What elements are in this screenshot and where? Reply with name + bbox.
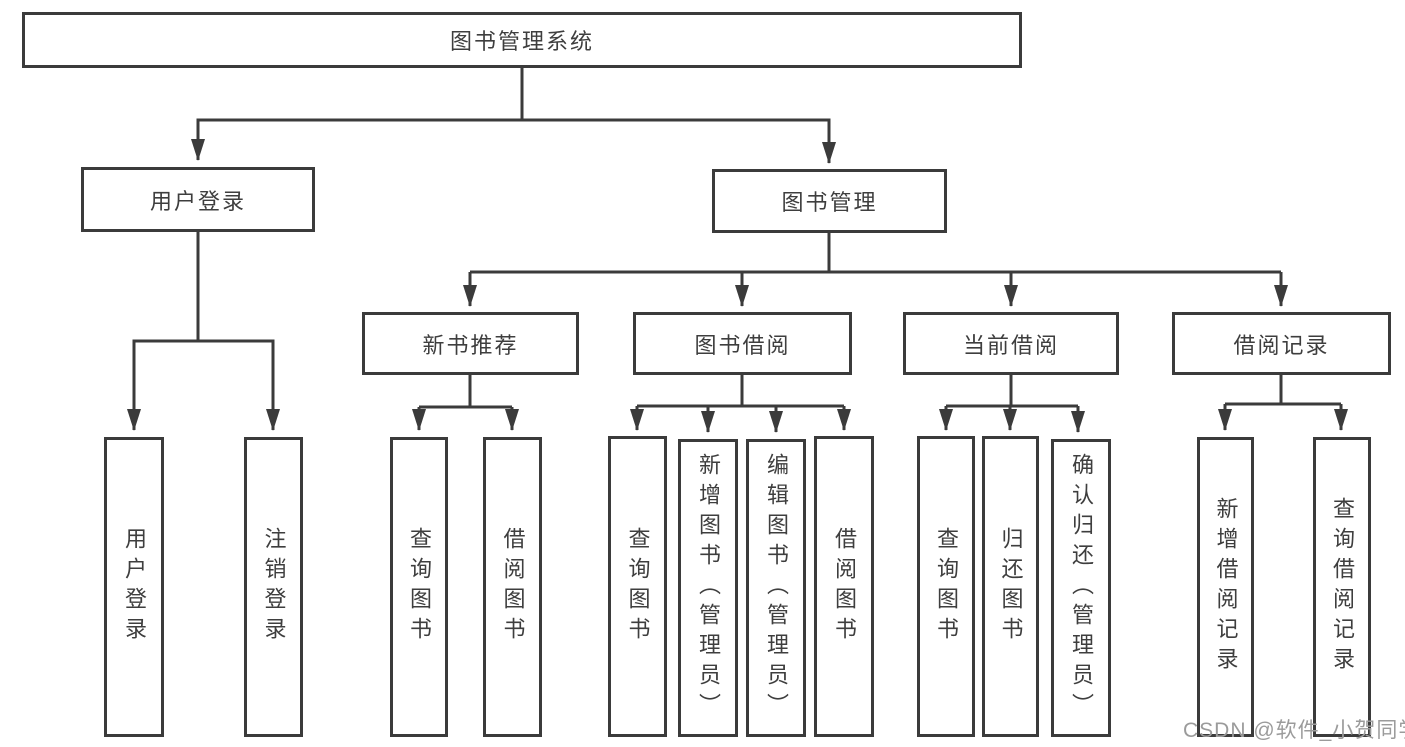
leaf-borrowing-add-books-admin: 新增图书（管理员） bbox=[678, 439, 738, 737]
leaf-borrowing-borrow-books: 借阅图书 bbox=[814, 436, 874, 737]
leaf-recommend-query-books: 查询图书 bbox=[390, 437, 448, 737]
connector-root-to-book-mgmt bbox=[522, 118, 836, 164]
leaf-logout-login: 注销登录 bbox=[244, 437, 303, 737]
leaf-current-query-books: 查询图书 bbox=[917, 436, 975, 737]
node-library-system: 图书管理系统 bbox=[22, 12, 1022, 68]
connector-root-to-user-login bbox=[191, 118, 522, 161]
connector-user-login-to-login bbox=[127, 339, 198, 431]
leaf-records-query-record: 查询借阅记录 bbox=[1313, 437, 1371, 737]
connector-records-split bbox=[1225, 375, 1341, 406]
leaf-borrowing-query-books: 查询图书 bbox=[608, 436, 667, 737]
watermark-csdn: CSDN @软件_小贺同学 bbox=[1183, 719, 1405, 742]
connector-current-split bbox=[946, 375, 1078, 408]
leaf-current-confirm-return-admin: 确认归还（管理员） bbox=[1051, 439, 1111, 737]
leaf-records-add-record: 新增借阅记录 bbox=[1197, 437, 1254, 737]
node-new-book-recommendation: 新书推荐 bbox=[362, 312, 579, 375]
leaf-current-return-books: 归还图书 bbox=[982, 436, 1039, 737]
node-borrowing-records: 借阅记录 bbox=[1172, 312, 1391, 375]
connector-book-borrow-split bbox=[637, 375, 844, 408]
leaf-user-login: 用户登录 bbox=[104, 437, 164, 737]
node-user-login: 用户登录 bbox=[81, 167, 315, 232]
node-book-management: 图书管理 bbox=[712, 169, 947, 233]
connector-user-login-to-logout bbox=[198, 339, 280, 431]
node-book-borrowing: 图书借阅 bbox=[633, 312, 852, 375]
leaf-recommend-borrow-books: 借阅图书 bbox=[483, 437, 542, 737]
leaf-borrowing-edit-books-admin: 编辑图书（管理员） bbox=[746, 439, 806, 737]
connector-new-book-split bbox=[419, 375, 512, 409]
node-current-borrowing: 当前借阅 bbox=[903, 312, 1119, 375]
